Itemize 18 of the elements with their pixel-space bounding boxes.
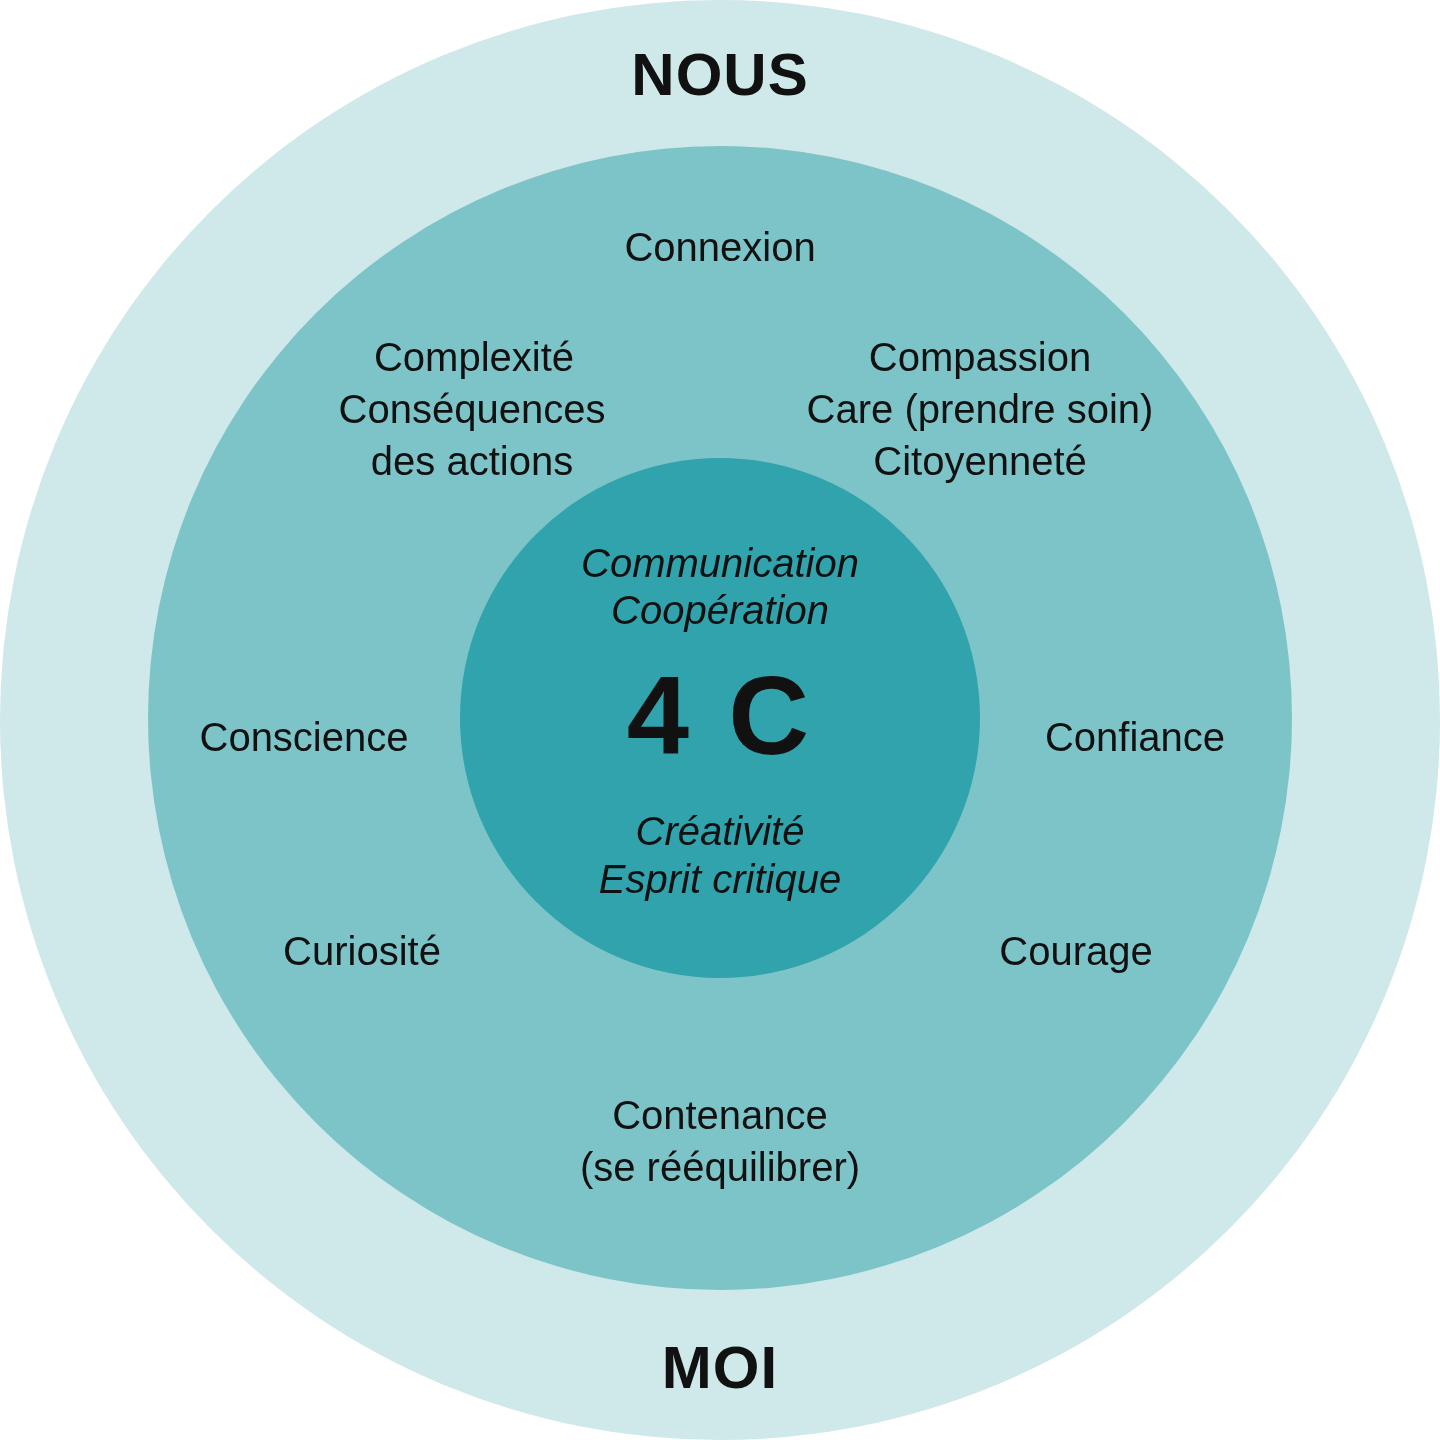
core-title: 4 C <box>626 656 814 776</box>
ring-label: Citoyenneté <box>873 438 1087 485</box>
ring-heading: NOUS <box>631 40 809 110</box>
ring-label: Courage <box>999 928 1153 975</box>
ring-label: Contenance (se rééquilibrer) <box>579 1092 861 1191</box>
ring-label: Care (prendre soin) <box>806 386 1154 433</box>
ring-label: Connexion <box>624 224 816 271</box>
ring-label: Compassion <box>868 334 1092 381</box>
ring-label: Complexité <box>373 334 575 381</box>
core-label: Coopération <box>611 587 829 634</box>
core-label: Créativité <box>635 808 805 855</box>
ring-label: Curiosité <box>283 928 441 975</box>
core-label: Communication <box>581 540 859 587</box>
ring-heading: MOI <box>661 1333 779 1403</box>
core-label: Esprit critique <box>598 856 842 903</box>
ring-label: Conscience <box>199 714 409 761</box>
ring-label: Conséquences des actions <box>337 386 607 485</box>
ring-label: Confiance <box>1044 714 1226 761</box>
